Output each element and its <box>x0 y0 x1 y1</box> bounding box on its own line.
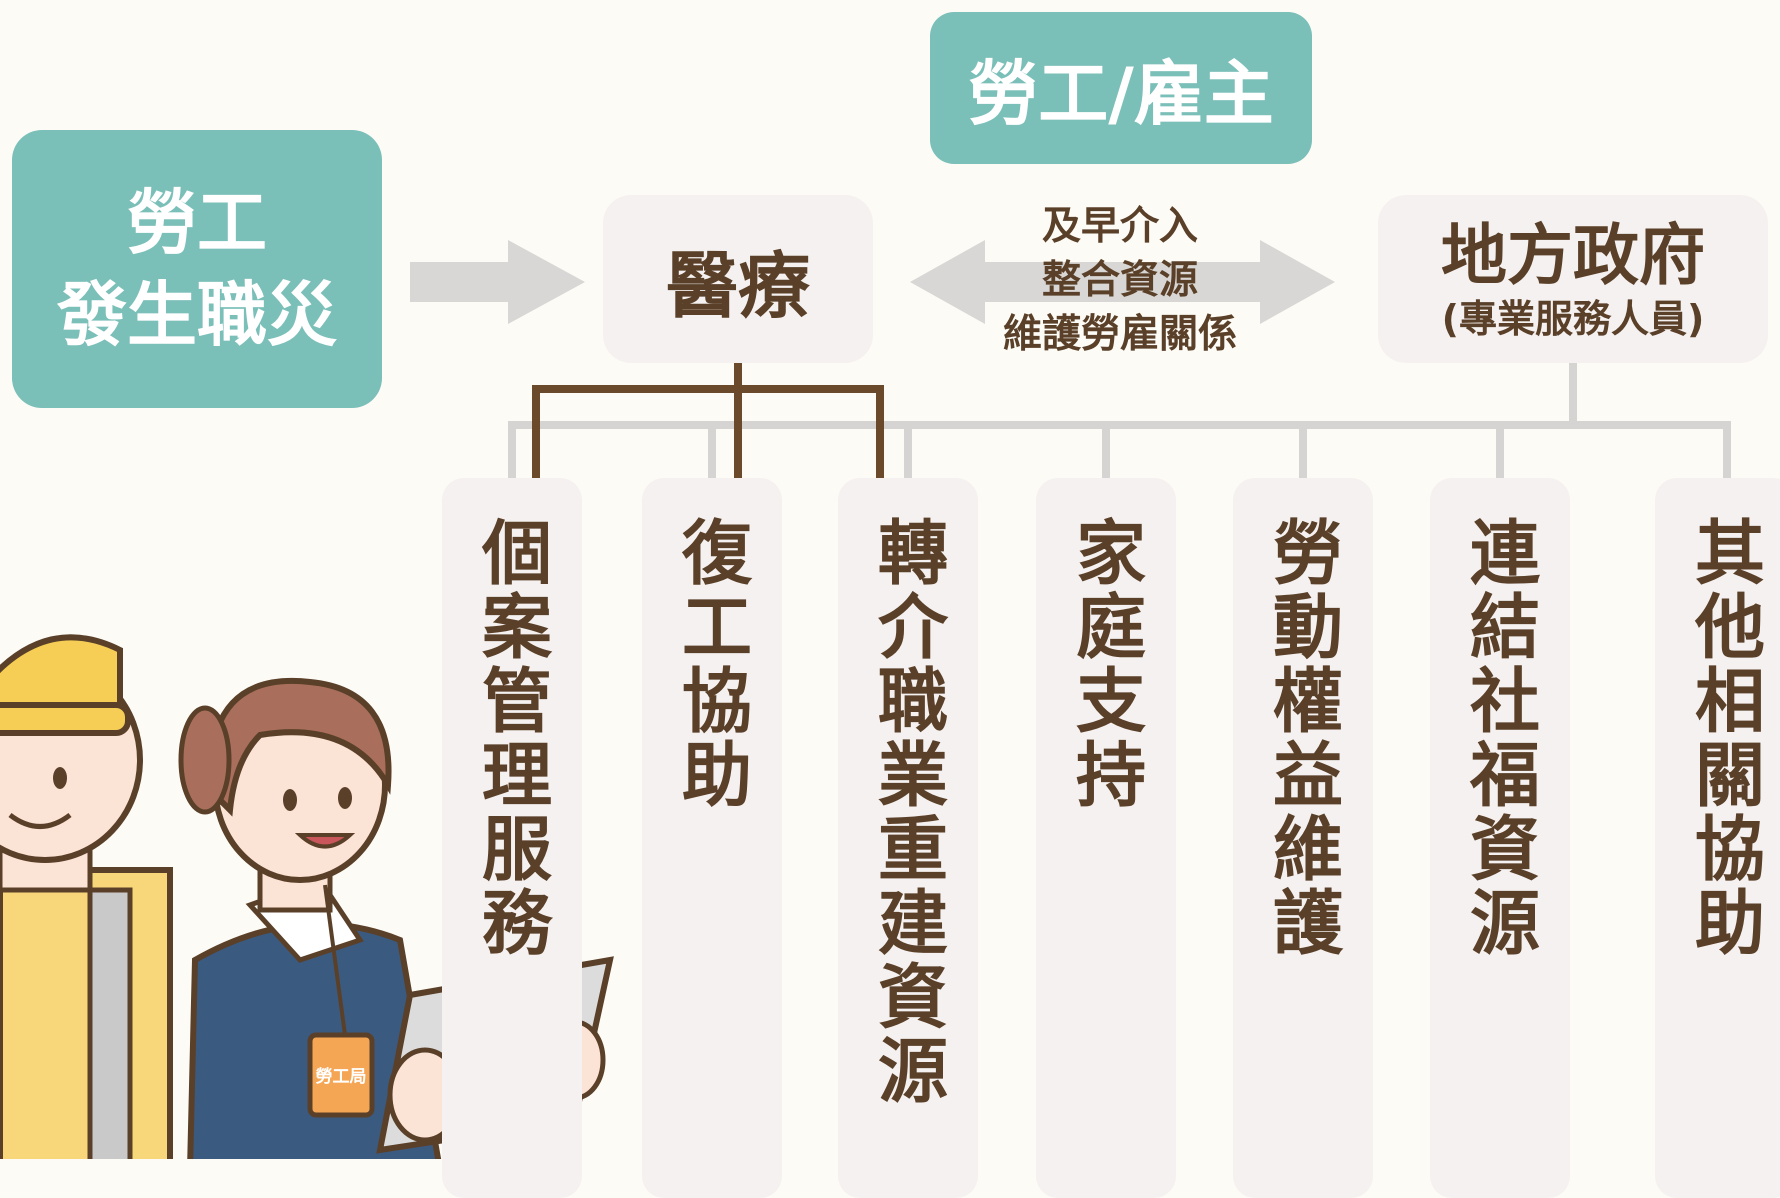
service-case-management: 個案管理服務 <box>442 478 582 1198</box>
occupational-injury-node: 勞工 發生職災 <box>12 130 382 408</box>
medical-label: 醫療 <box>665 243 810 328</box>
service-social-welfare: 連結社福資源 <box>1430 478 1570 1198</box>
service-other-assistance: 其他相關協助 <box>1655 478 1780 1198</box>
professional-staff-label: (專業服務人員) <box>1441 297 1705 341</box>
service-return-to-work: 復工協助 <box>642 478 782 1198</box>
diagram-graphics: 勞工局 <box>0 240 1731 1159</box>
service-label: 家庭支持 <box>1064 516 1147 812</box>
service-label: 復工協助 <box>670 516 753 812</box>
service-label: 連結社福資源 <box>1458 516 1541 960</box>
double-arrow-icon <box>910 240 1335 324</box>
injury-occurs-label: 發生職災 <box>57 274 337 356</box>
medical-connector <box>532 363 884 478</box>
worker-illustration <box>0 634 173 1159</box>
local-government-node: 地方政府 (專業服務人員) <box>1378 195 1768 363</box>
service-label: 個案管理服務 <box>470 516 553 960</box>
service-labor-rights: 勞動權益維護 <box>1233 478 1373 1198</box>
worker-label: 勞工 <box>127 182 267 264</box>
service-label: 勞動權益維護 <box>1261 516 1344 960</box>
right-arrow-icon <box>410 240 585 324</box>
arrow-caption-line-2: 整合資源 <box>1041 258 1198 303</box>
worker-employer-node: 勞工/雇主 <box>930 12 1312 164</box>
gov-connector <box>508 363 1731 478</box>
medical-node: 醫療 <box>603 195 873 363</box>
service-family-support: 家庭支持 <box>1036 478 1176 1198</box>
arrow-caption-line-3: 維護勞雇關係 <box>1002 312 1237 357</box>
arrow-caption: 及早介入 整合資源 維護勞雇關係 <box>970 200 1270 362</box>
arrow-caption-line-1: 及早介入 <box>1041 204 1198 249</box>
local-government-label: 地方政府 <box>1441 217 1705 294</box>
service-label: 轉介職業重建資源 <box>866 516 949 1108</box>
staff-badge-label: 勞工局 <box>316 1066 367 1087</box>
service-label: 其他相關協助 <box>1683 516 1766 960</box>
worker-employer-label: 勞工/雇主 <box>968 52 1274 135</box>
service-vocational-rehab: 轉介職業重建資源 <box>838 478 978 1198</box>
